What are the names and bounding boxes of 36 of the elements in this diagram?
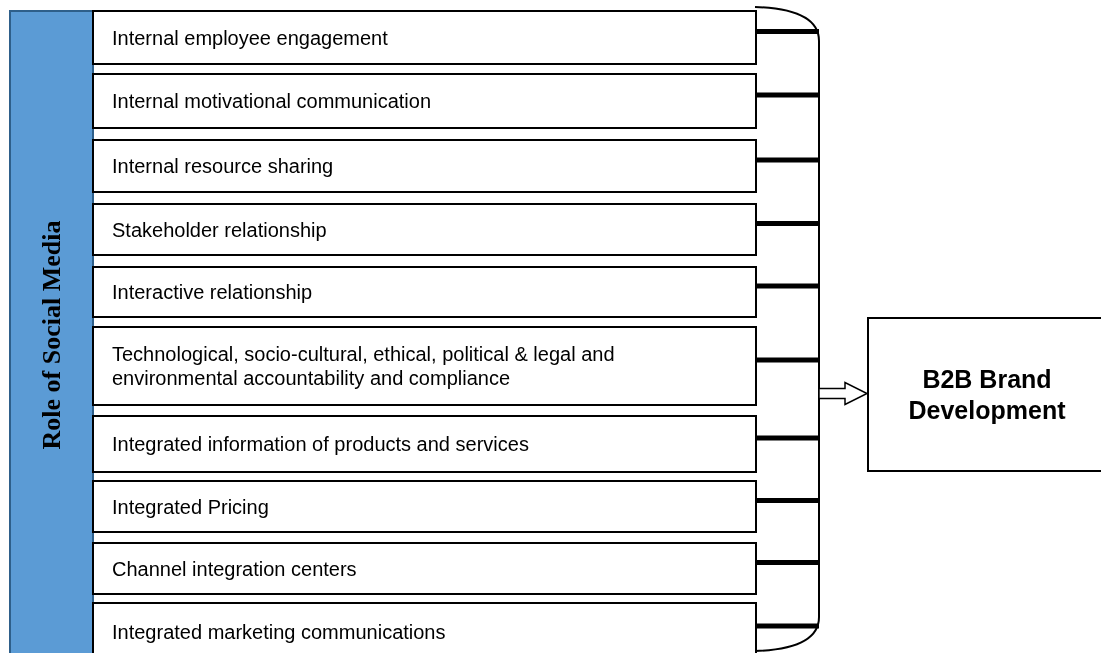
factor-box [92, 602, 757, 653]
box-label: Internal resource sharing [112, 154, 334, 178]
connector-line [757, 623, 819, 629]
connector-line [757, 221, 819, 226]
category-band [9, 10, 94, 653]
factor-box [92, 266, 757, 318]
connector-line [757, 498, 819, 503]
connector-line [757, 283, 819, 289]
box-label: Integrated Pricing [112, 494, 269, 519]
factor-box [92, 203, 757, 256]
box-label: Channel integration centers [112, 556, 357, 581]
curly-bracket [754, 6, 820, 652]
connector-line [757, 560, 819, 565]
connector-line [757, 29, 819, 34]
band-label: Role of Social Media [36, 220, 67, 450]
factor-box [92, 480, 757, 533]
box-label: Stakeholder relationship [112, 217, 327, 242]
factor-box [92, 10, 757, 65]
factor-box [92, 326, 757, 406]
box-label: Integrated information of products and services [112, 432, 529, 456]
box-label: Internal employee engagement [112, 25, 388, 50]
factor-box [92, 73, 757, 129]
box-label: Interactive relationship [112, 280, 313, 304]
outcome-box [867, 317, 1101, 472]
factor-box [92, 139, 757, 193]
connector-line [757, 357, 819, 363]
box-label: Integrated marketing communications [112, 620, 446, 644]
factor-box [92, 415, 757, 473]
factor-box [92, 542, 757, 595]
connector-line [757, 435, 819, 441]
box-label: B2B Brand Development [907, 363, 1067, 426]
connector-line [757, 157, 819, 163]
block-arrow [818, 381, 869, 406]
box-label: Technological, socio-cultural, ethical, political & legal and environmental accountability and compliance [112, 342, 616, 390]
box-label: Internal motivational communication [112, 89, 432, 113]
connector-line [757, 92, 819, 98]
